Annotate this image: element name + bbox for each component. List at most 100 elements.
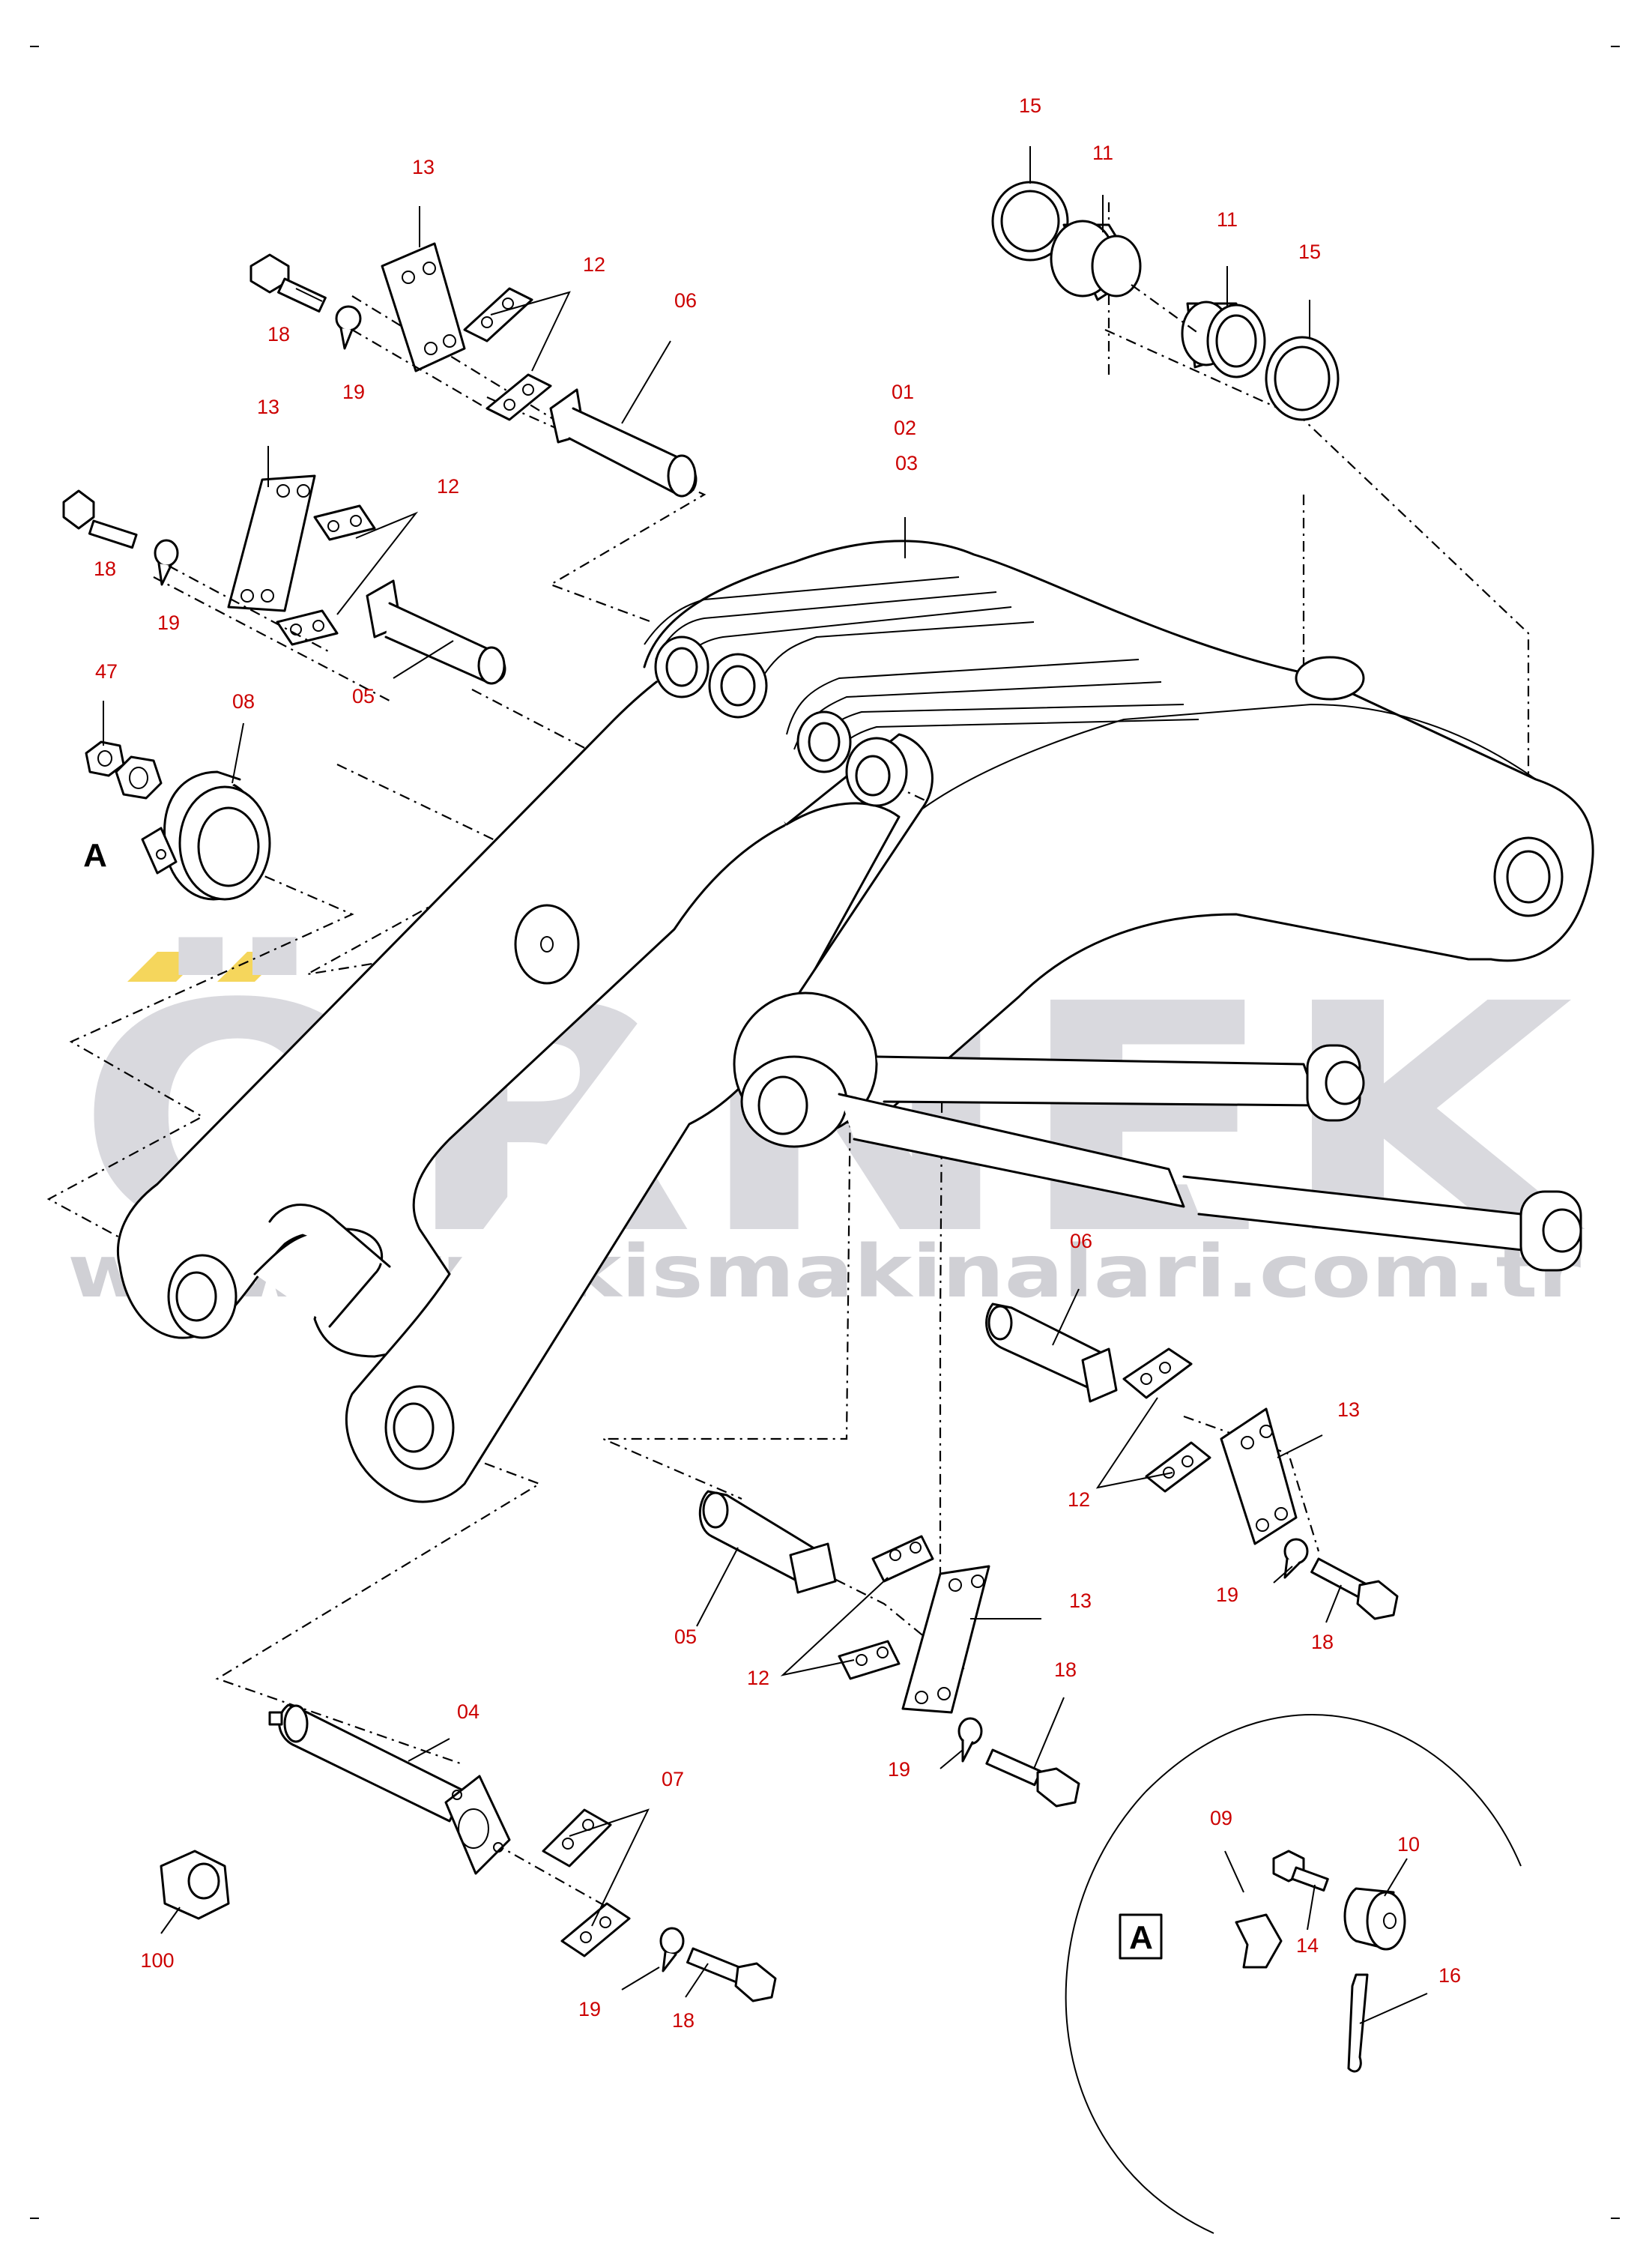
pin-05a [366, 579, 506, 685]
callout-08: 08 [232, 690, 255, 713]
callout-09: 09 [1210, 1807, 1232, 1829]
callout-19: 19 [578, 1998, 601, 2020]
callout-47: 47 [95, 660, 118, 683]
watermark-accent-left [127, 952, 206, 982]
detail-marker-a: A [83, 837, 107, 874]
callout-18: 18 [94, 558, 116, 580]
callout-04: 04 [457, 1700, 479, 1723]
callout-11: 11 [1092, 142, 1113, 164]
lock-plate-13c [1220, 1407, 1298, 1545]
hydraulic-rods [838, 1044, 1582, 1272]
callout-18: 18 [1054, 1658, 1077, 1681]
callout-13: 13 [1337, 1398, 1360, 1421]
callout-03: 03 [895, 452, 918, 474]
bolt-18e [686, 1947, 777, 2002]
shim-12d-lower [838, 1640, 901, 1680]
bolt-18a [249, 253, 327, 313]
callout-19: 19 [342, 381, 365, 403]
pin-06a [549, 388, 698, 498]
top-pin-bore-4 [845, 737, 908, 807]
callout-01: 01 [892, 381, 914, 403]
callout-10: 10 [1397, 1833, 1420, 1856]
lock-washer-19d [957, 1717, 983, 1763]
bushing-11b [1181, 301, 1266, 378]
shim-12d-upper [871, 1535, 934, 1583]
shim-07-lower [560, 1902, 631, 1957]
bolt-14 [1272, 1850, 1329, 1892]
pin-group-right [985, 1302, 1399, 1620]
shim-12a-lower [485, 373, 552, 421]
callout-06: 06 [1070, 1230, 1092, 1252]
top-pin-bore-1 [654, 636, 709, 698]
callout-18: 18 [267, 323, 290, 345]
callout-14: 14 [1296, 1934, 1319, 1957]
pin-06b [985, 1302, 1118, 1403]
lock-washer-19a [335, 305, 362, 350]
callout-05: 05 [352, 685, 375, 707]
callout-12: 12 [1068, 1488, 1090, 1511]
lower-left-bore [167, 1254, 237, 1339]
right-end-bore [1493, 836, 1564, 917]
lock-washer-19b [154, 539, 179, 586]
lock-washer-19c [1283, 1538, 1309, 1579]
callout-18: 18 [672, 2009, 695, 2032]
callout-15: 15 [1019, 94, 1041, 117]
callout-13: 13 [257, 396, 279, 418]
washer-15b [1265, 336, 1340, 421]
detail-a-box [1119, 1913, 1163, 1960]
pin-05b [698, 1490, 837, 1594]
callout-labels: 15 11 11 15 13 12 06 18 19 01 02 03 13 1… [83, 94, 1461, 2032]
top-right-boss [1295, 656, 1365, 701]
bearing-group [85, 740, 580, 985]
detail-a-boundary [1065, 1714, 1522, 2234]
shim-12c-upper [1122, 1347, 1193, 1399]
callout-05: 05 [674, 1625, 697, 1648]
lock-plate-13b [227, 474, 316, 612]
callout-19: 19 [157, 612, 180, 634]
shim-07-upper [542, 1808, 612, 1868]
bolt-18c [1310, 1557, 1399, 1620]
watermark-accent-right [217, 952, 285, 982]
top-pin-bore-3 [796, 710, 852, 773]
callout-12: 12 [583, 253, 605, 276]
callout-19: 19 [1216, 1584, 1238, 1606]
lock-plate-13a [381, 242, 466, 372]
washer-center [514, 904, 580, 985]
nut-100 [160, 1850, 230, 1920]
lower-right-bore [384, 1385, 455, 1470]
lock-plate-13d [901, 1565, 990, 1714]
bushing-11a [1050, 220, 1142, 301]
pin-16 [1347, 1973, 1369, 2073]
callout-07: 07 [662, 1768, 684, 1790]
callout-19: 19 [888, 1758, 910, 1781]
pin-group-mid-left [62, 474, 506, 685]
callout-02: 02 [894, 417, 916, 439]
shim-12a-upper [463, 287, 533, 342]
callout-13: 13 [1069, 1590, 1092, 1612]
callout-15: 15 [1298, 241, 1321, 263]
shim-12b-upper [313, 504, 376, 541]
bolt-18d [985, 1748, 1080, 1808]
washer-15a [991, 181, 1069, 262]
callout-100: 100 [140, 1949, 174, 1972]
callout-13: 13 [412, 156, 435, 178]
bushing-group-top-right [991, 181, 1340, 421]
bearing-08 [141, 770, 271, 901]
callout-16: 16 [1438, 1964, 1461, 1987]
pin-group-lower-center [698, 1490, 1080, 1808]
leader-lines [103, 146, 1428, 2024]
rod-eye-2 [1519, 1190, 1582, 1272]
corner-marks [30, 46, 1620, 2219]
bolt-18b [62, 489, 138, 549]
callout-12: 12 [747, 1667, 769, 1689]
callout-12: 12 [437, 475, 459, 498]
pin-group-top [249, 242, 698, 498]
cap-10 [1343, 1887, 1406, 1951]
callout-11: 11 [1217, 208, 1238, 231]
rod-eye-1 [1306, 1044, 1365, 1122]
pin-group-bottom-left [160, 1703, 777, 2002]
nut-47b [115, 755, 163, 800]
pin-04 [268, 1703, 511, 1875]
top-pin-bore-2 [708, 653, 768, 719]
